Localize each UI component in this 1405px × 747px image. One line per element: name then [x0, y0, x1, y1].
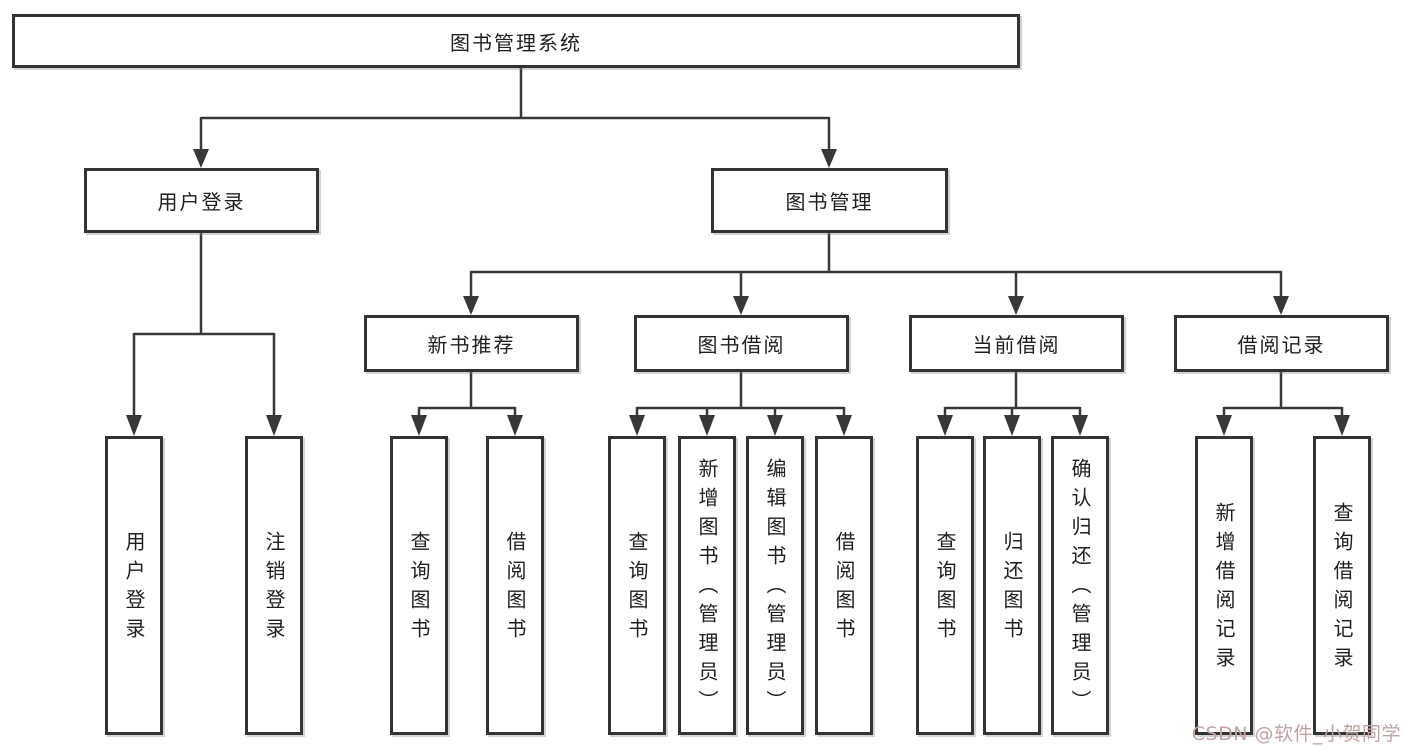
leaf-borrow-book: 借阅图书	[815, 436, 873, 735]
leaf-confirm-return-admin: 确认归还（管理员）	[1051, 436, 1109, 735]
arrowheads	[126, 149, 1350, 436]
node-book-management: 图书管理	[711, 168, 948, 233]
leaf-edit-book-admin: 编辑图书（管理员）	[746, 436, 804, 735]
leaf-logout: 注销登录	[245, 436, 303, 735]
leaf-borrow-book-recommend: 借阅图书	[486, 436, 544, 735]
leaf-add-borrow-record: 新增借阅记录	[1195, 436, 1253, 735]
node-borrow-records: 借阅记录	[1174, 315, 1389, 372]
node-root-system: 图书管理系统	[12, 14, 1020, 68]
leaf-user-login: 用户登录	[105, 436, 163, 735]
node-new-book-recommend: 新书推荐	[364, 315, 579, 372]
leaf-query-book-recommend: 查询图书	[390, 436, 448, 735]
node-current-borrow: 当前借阅	[909, 315, 1124, 372]
leaf-query-book-current: 查询图书	[916, 436, 974, 735]
leaf-query-borrow-record: 查询借阅记录	[1313, 436, 1371, 735]
leaf-add-book-admin: 新增图书（管理员）	[678, 436, 736, 735]
node-user-login: 用户登录	[84, 168, 319, 233]
csdn-watermark: CSDN @软件_小贺同学	[1191, 723, 1401, 745]
leaf-query-book-borrow: 查询图书	[608, 436, 666, 735]
leaf-return-book: 归还图书	[983, 436, 1041, 735]
node-book-borrow: 图书借阅	[634, 315, 849, 372]
